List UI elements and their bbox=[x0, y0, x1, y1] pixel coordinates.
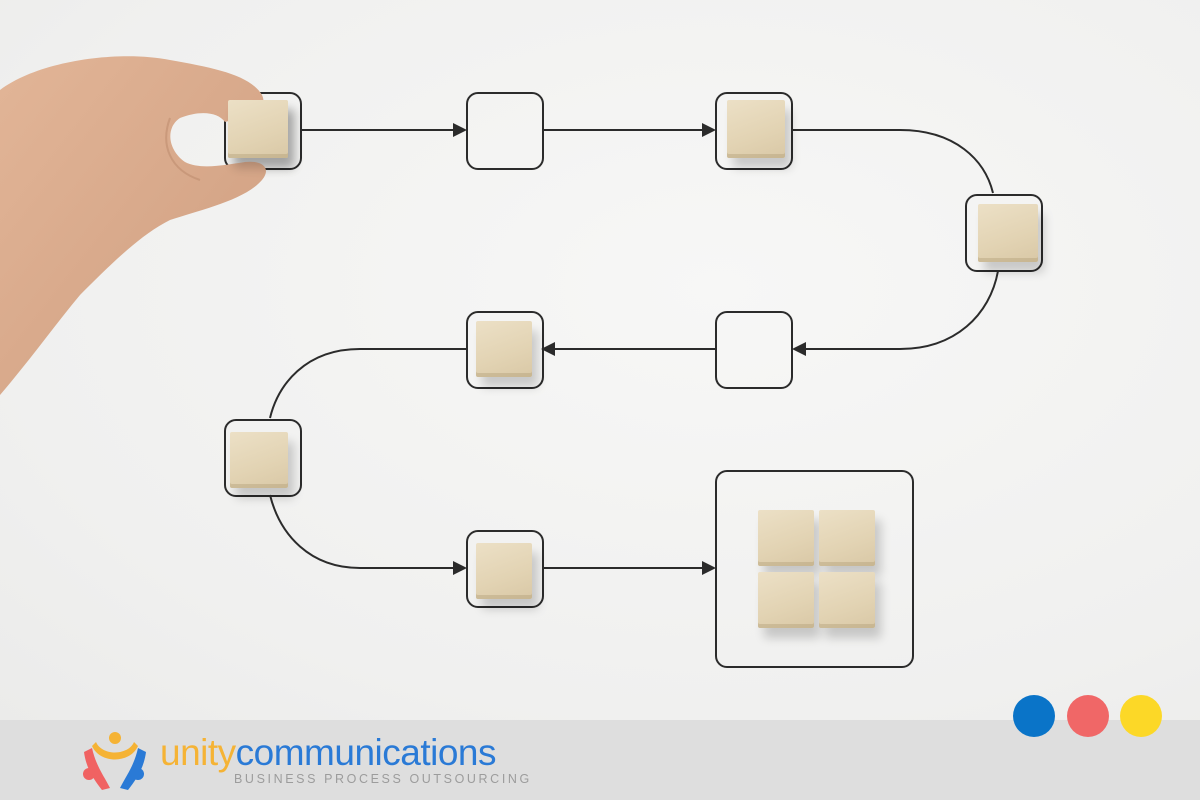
wooden-block bbox=[727, 100, 785, 158]
unity-logo-icon bbox=[83, 732, 146, 790]
brand-name-part1: unity bbox=[160, 732, 236, 773]
photo-canvas bbox=[0, 0, 1200, 720]
wooden-block bbox=[819, 510, 875, 566]
wooden-block bbox=[230, 432, 288, 488]
wooden-block-held bbox=[228, 100, 288, 158]
wooden-block bbox=[476, 543, 532, 599]
flow-node-5 bbox=[715, 311, 793, 389]
wooden-block bbox=[758, 572, 814, 628]
flow-node-3 bbox=[715, 92, 793, 170]
brand-tagline: BUSINESS PROCESS OUTSOURCING bbox=[234, 772, 532, 786]
hand-image bbox=[0, 56, 266, 395]
wooden-block bbox=[476, 321, 532, 377]
flow-node-7 bbox=[224, 419, 302, 497]
decor-dot-yellow bbox=[1120, 695, 1162, 737]
brand-name-part2: communications bbox=[235, 732, 497, 773]
flow-node-6 bbox=[466, 311, 544, 389]
brand-footer bbox=[0, 720, 1200, 800]
decor-dot-blue bbox=[1013, 695, 1055, 737]
wooden-block bbox=[819, 572, 875, 628]
flow-node-2 bbox=[466, 92, 544, 170]
wooden-block bbox=[758, 510, 814, 566]
flow-node-final bbox=[715, 470, 914, 668]
wooden-block bbox=[978, 204, 1038, 262]
brand-name: unitycommunications bbox=[160, 732, 497, 773]
flow-connectors bbox=[269, 123, 999, 575]
decor-dot-red bbox=[1067, 695, 1109, 737]
flow-node-8 bbox=[466, 530, 544, 608]
flow-node-4 bbox=[965, 194, 1043, 272]
